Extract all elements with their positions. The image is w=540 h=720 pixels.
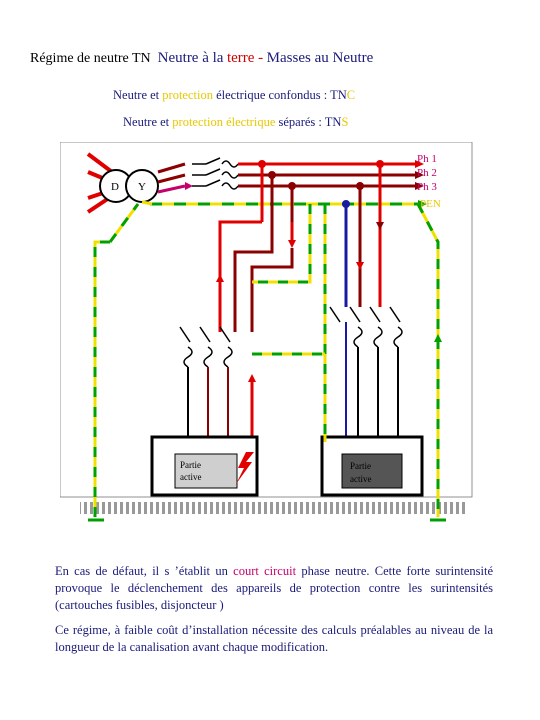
protective-conductors <box>93 203 442 517</box>
right-breaker <box>329 306 403 348</box>
subtitle-tnc: Neutre et protection électrique confondu… <box>113 88 355 103</box>
sub1-rest: confondus : TN <box>268 88 347 102</box>
explanation-paragraph: En cas de défaut, il s ’établit un court… <box>55 563 493 614</box>
subtitle-tns: Neutre et protection électrique séparés … <box>123 115 348 130</box>
sub1-electrique: électrique <box>216 88 266 102</box>
sub2-rest: séparés : TN <box>278 115 342 129</box>
title-masses: Masses au Neutre <box>266 50 374 66</box>
ground-strip <box>80 502 465 514</box>
p1-before: En cas de défaut, il s ’établit un <box>55 564 228 578</box>
sub2-protection: protection <box>172 115 223 129</box>
load-left-active <box>174 453 238 489</box>
sub1-neutre: Neutre et <box>113 88 160 102</box>
main-switch <box>192 157 239 190</box>
sub1-c: C <box>346 88 356 102</box>
cost-paragraph: Ce régime, à faible coût d’installation … <box>55 622 493 656</box>
left-breaker <box>179 326 233 368</box>
fault-lightning-icon <box>236 452 254 484</box>
title-regime: Régime de neutre TN <box>30 51 151 66</box>
p2-text: Ce régime, à faible coût d’installation … <box>55 623 493 654</box>
transformer-d-label: D <box>111 181 119 193</box>
label-ph1: Ph 1 <box>417 153 437 165</box>
page-title: Régime de neutre TN Neutre à la terre - … <box>30 50 373 67</box>
label-ph2: Ph 2 <box>417 167 437 179</box>
transformer-y-label: Y <box>138 181 146 193</box>
sub1-protection: protection <box>162 88 213 102</box>
load-right-active <box>341 453 403 489</box>
sub2-s: S <box>341 115 349 129</box>
load-right-label2: active <box>350 474 372 484</box>
sub2-electrique: électrique <box>226 115 276 129</box>
label-ph3: Ph 3 <box>417 181 437 193</box>
load-right-label1: Partie <box>350 461 371 471</box>
tn-diagram: D Y Ph 1 Ph 2 Ph 3 PEN <box>60 142 473 522</box>
sub2-neutre: Neutre et <box>123 115 170 129</box>
title-terre: terre - <box>226 50 264 66</box>
p1-court-circuit: court circuit <box>233 564 297 578</box>
label-pen: PEN <box>420 198 441 210</box>
title-neutre: Neutre à la <box>157 50 224 66</box>
p1-after: phase neutre. Cette forte surintensité p… <box>55 564 494 612</box>
load-left-label1: Partie <box>180 460 201 470</box>
load-left-label2: active <box>180 472 202 482</box>
